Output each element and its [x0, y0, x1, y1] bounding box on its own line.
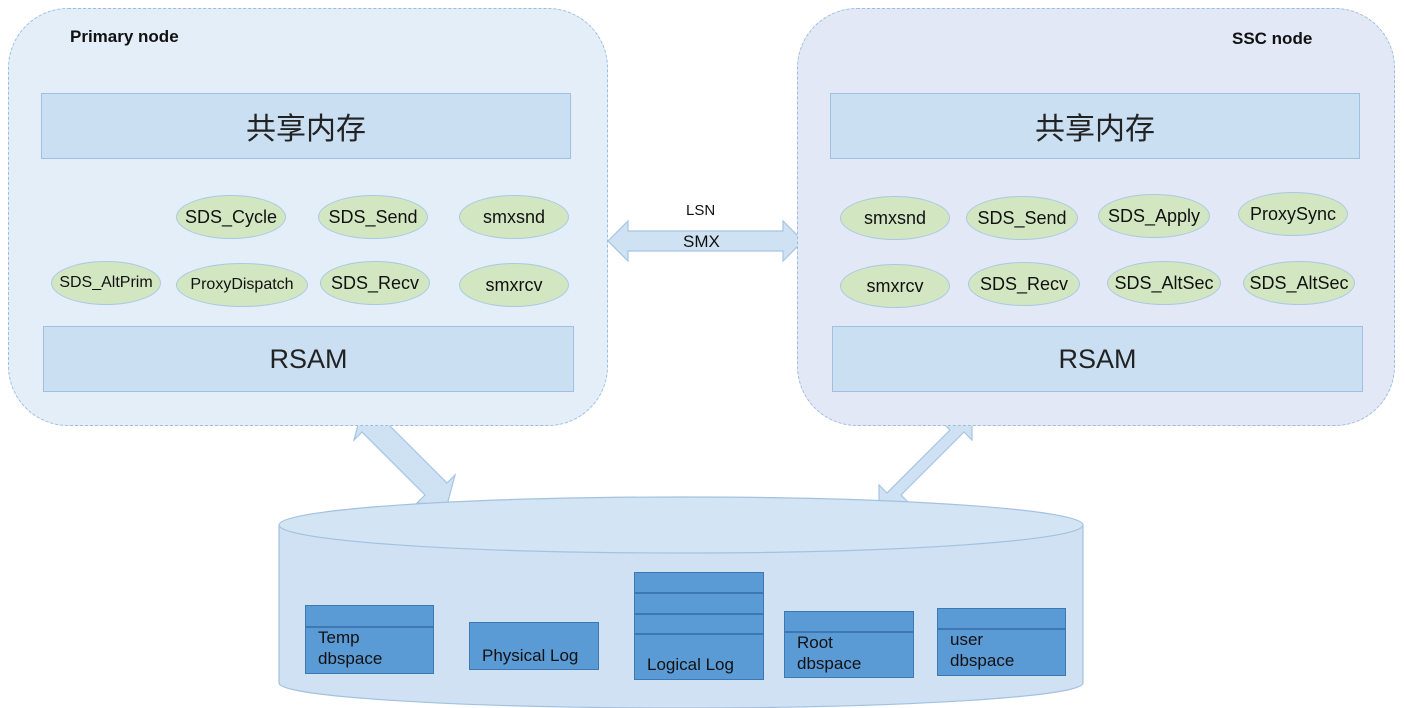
- primary-shared-memory: 共享内存: [41, 93, 571, 159]
- thread-sds-altprim: SDS_AltPrim: [51, 261, 161, 305]
- logical-log-segment-4: [634, 634, 764, 680]
- thread-proxydispatch: ProxyDispatch: [176, 263, 308, 307]
- primary-rsam: RSAM: [43, 326, 574, 392]
- temp-dbspace-body: [305, 627, 434, 674]
- physical-log-block: [469, 622, 599, 670]
- physical-log-label: Physical Log: [482, 646, 579, 665]
- root-dbspace-body: [784, 632, 914, 678]
- storage-cylinder-top: [278, 496, 1084, 554]
- ssc-rsam: RSAM: [832, 326, 1363, 392]
- logical-log-label: Logical Log: [647, 655, 734, 674]
- ssc-storage-arrow: [878, 419, 973, 506]
- thread-sds-cycle: SDS_Cycle: [176, 195, 286, 239]
- ssc-thread-smxrcv: smxrcv: [840, 264, 950, 308]
- ssc-thread-sds-send: SDS_Send: [966, 196, 1078, 240]
- thread-sds-recv: SDS_Recv: [320, 261, 430, 305]
- ssc-thread-proxysync: ProxySync: [1238, 192, 1348, 236]
- user-dbspace-header: [937, 608, 1066, 629]
- ssc-thread-sds-altsec-1: SDS_AltSec: [1107, 261, 1221, 305]
- smx-label: SMX: [683, 232, 720, 251]
- logical-log-segment-3: [634, 614, 764, 634]
- thread-smxsnd: smxsnd: [459, 195, 569, 239]
- user-dbspace-body: [937, 629, 1066, 676]
- thread-smxrcv: smxrcv: [459, 263, 569, 307]
- temp-dbspace-label: Temp dbspace: [318, 628, 383, 668]
- root-dbspace-header: [784, 611, 914, 632]
- temp-dbspace-header: [305, 605, 434, 627]
- logical-log-segment-1: [634, 572, 764, 593]
- thread-sds-send: SDS_Send: [318, 195, 428, 239]
- ssc-thread-sds-recv: SDS_Recv: [968, 262, 1080, 306]
- ssc-thread-sds-apply: SDS_Apply: [1098, 194, 1210, 238]
- lsn-label: LSN: [686, 202, 716, 219]
- logical-log-segment-2: [634, 593, 764, 614]
- user-dbspace-label: user dbspace: [950, 630, 1015, 670]
- ssc-thread-sds-altsec-2: SDS_AltSec: [1243, 261, 1355, 305]
- ssc-node-title: SSC node: [1232, 29, 1313, 48]
- primary-node-title: Primary node: [70, 27, 179, 46]
- ssc-thread-smxsnd: smxsnd: [840, 196, 950, 240]
- root-dbspace-label: Root dbspace: [797, 633, 862, 673]
- ssc-shared-memory: 共享内存: [830, 93, 1360, 159]
